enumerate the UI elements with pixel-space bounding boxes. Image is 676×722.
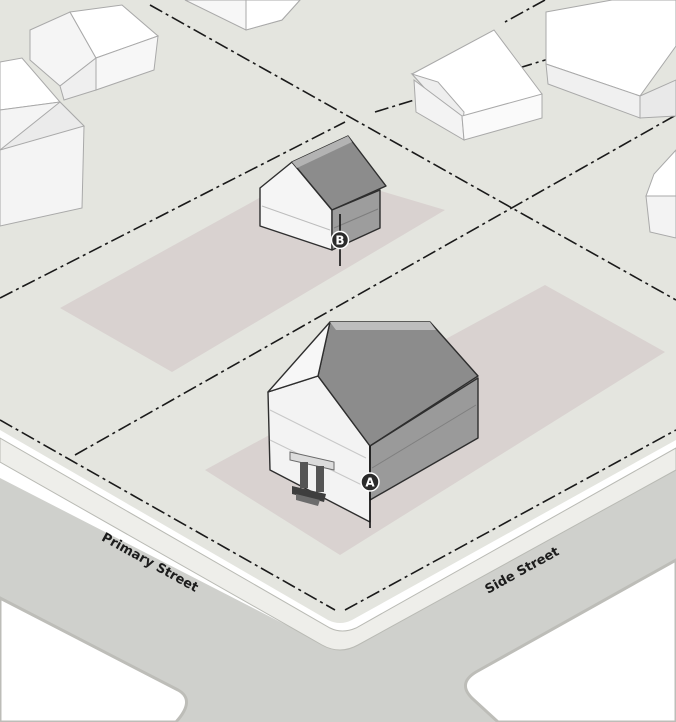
neighbor-house <box>545 0 676 119</box>
opposite-block-right <box>464 558 676 722</box>
lot-ground <box>0 0 676 623</box>
height-marker-b: B <box>330 230 350 250</box>
height-marker-b-label: B <box>335 234 344 248</box>
house-a-porch <box>289 451 335 506</box>
property-line-mid-left <box>0 121 346 299</box>
neighbor-house <box>29 4 159 101</box>
property-line-rear-far <box>504 0 546 23</box>
neighbor-house <box>410 29 543 141</box>
sidewalk-band <box>0 437 676 651</box>
house-a <box>267 321 479 528</box>
property-line-rear <box>149 4 676 301</box>
neighbor-house <box>645 149 676 239</box>
property-line-lot-divider <box>74 114 676 456</box>
height-marker-a: A <box>360 472 380 492</box>
property-line-front-side <box>344 429 676 611</box>
neighbor-house <box>0 57 85 227</box>
height-marker-a-label: A <box>365 476 375 490</box>
neighbor-house <box>184 0 301 31</box>
neighbor-houses <box>0 0 676 239</box>
property-line-front-primary <box>0 419 336 611</box>
